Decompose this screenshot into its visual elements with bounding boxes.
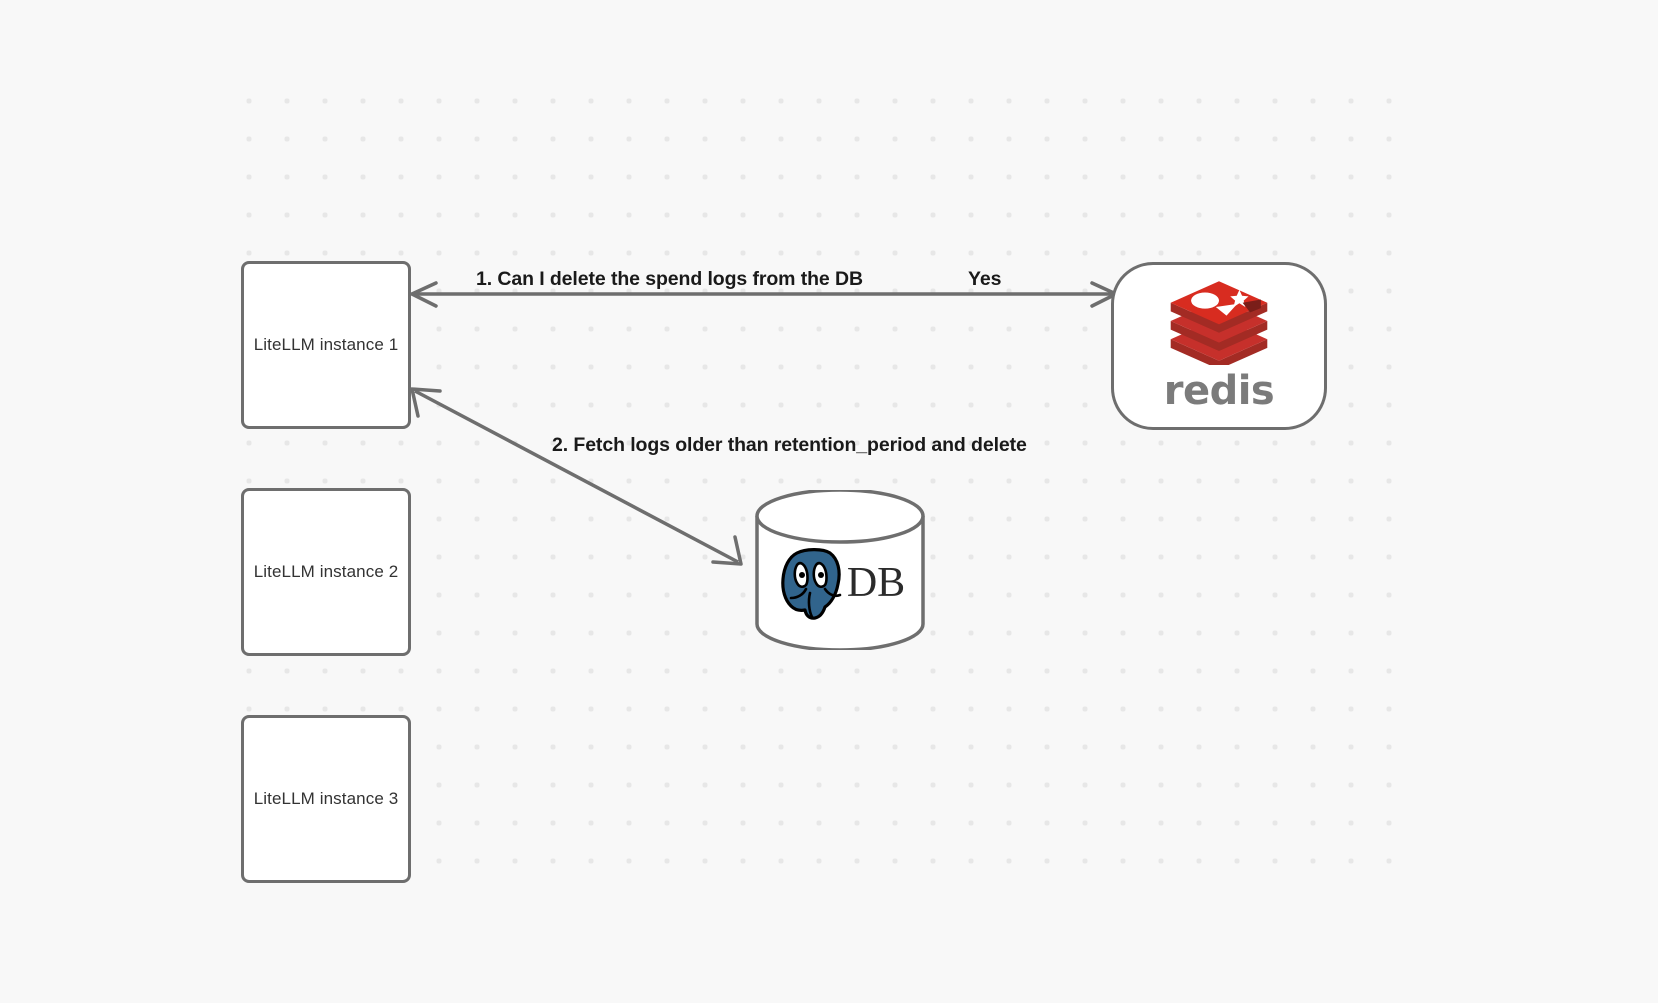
postgresql-elephant-icon [781,548,842,620]
node-label-litellm-instance-1: LiteLLM instance 1 [253,335,399,354]
node-litellm-instance-1[interactable]: LiteLLM instance 1 [241,261,411,429]
node-redis[interactable]: redis [1111,262,1327,430]
cylinder-shape-icon [755,490,925,650]
node-database[interactable]: DB [754,490,926,650]
edge-label-response: Yes [968,268,1002,290]
redis-logo-icon [1170,281,1268,365]
node-litellm-instance-2[interactable]: LiteLLM instance 2 [241,488,411,656]
db-label: DB [846,560,906,606]
edge-label-request: 1. Can I delete the spend logs from the … [476,268,863,290]
redis-wordmark: redis [1163,368,1275,414]
edge-label-fetch: 2. Fetch logs older than retention_perio… [552,434,1027,456]
node-litellm-instance-3[interactable]: LiteLLM instance 3 [241,715,411,883]
node-label-litellm-instance-3: LiteLLM instance 3 [253,789,399,808]
node-label-litellm-instance-2: LiteLLM instance 2 [253,562,399,581]
edge-db-litellm1 [410,387,743,566]
